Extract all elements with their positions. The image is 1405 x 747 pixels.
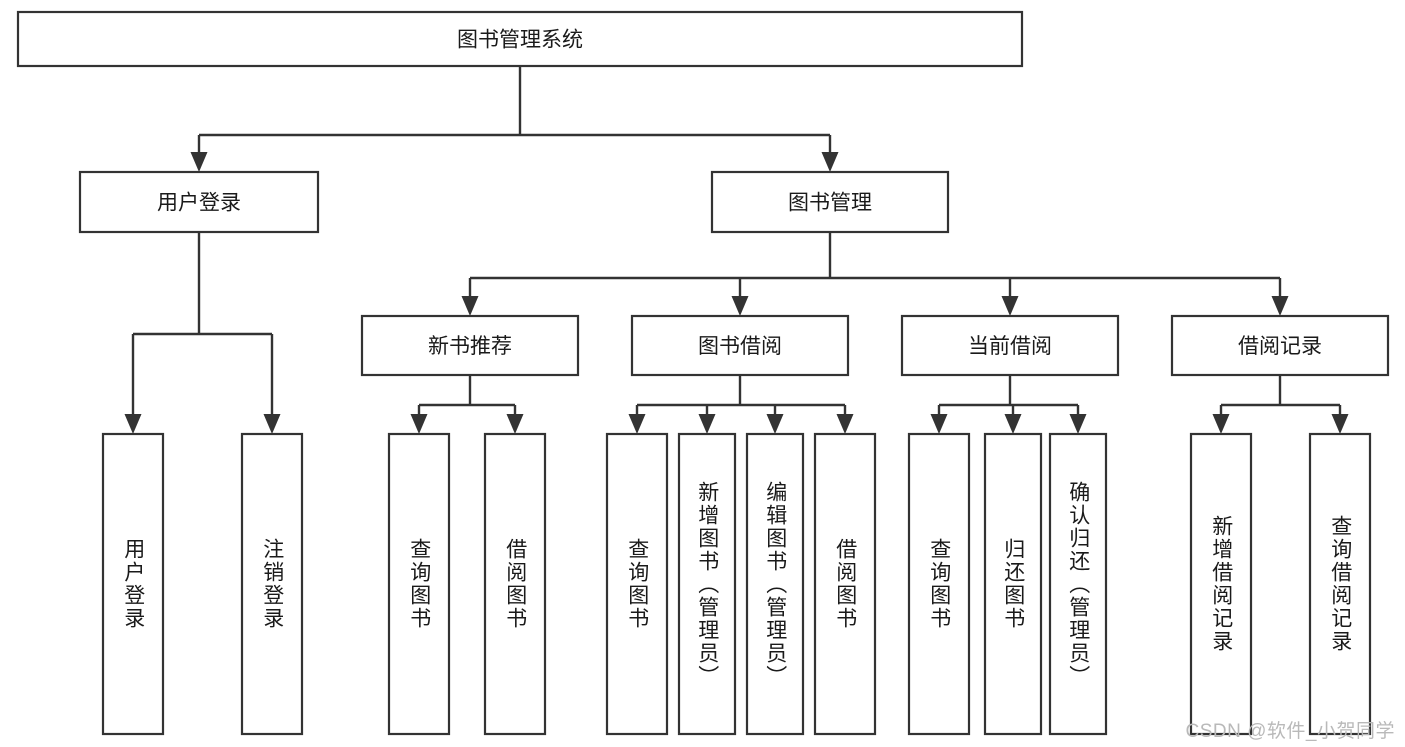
label-borrow-record: 借阅记录 (1238, 335, 1322, 358)
node-leaf-add-record[interactable] (1189, 432, 1253, 736)
node-leaf-borrow-book-1[interactable] (483, 432, 547, 736)
node-leaf-user-login[interactable] (101, 432, 165, 736)
node-borrow-record[interactable] (1170, 314, 1390, 377)
node-leaf-query-record[interactable] (1308, 432, 1372, 736)
currentborrow-arrow-1 (1004, 414, 1022, 434)
userlogin-arrow-0 (124, 414, 142, 434)
label-current-borrow: 当前借阅 (968, 335, 1052, 358)
node-current-borrow[interactable] (900, 314, 1120, 377)
node-new-book-recommend[interactable] (360, 314, 580, 377)
newbook-arrow-0 (410, 414, 428, 434)
bookmanage-to-l3-arrow-2 (1001, 296, 1019, 316)
node-leaf-query-book-1[interactable] (387, 432, 451, 736)
connector-layer (124, 66, 1349, 434)
bookborrow-arrow-0 (628, 414, 646, 434)
bookborrow-arrow-1 (698, 414, 716, 434)
node-leaf-query-book-3[interactable] (907, 432, 971, 736)
watermark-text: CSDN @软件_小贺同学 (1185, 721, 1395, 742)
node-leaf-edit-book[interactable] (745, 432, 805, 736)
label-user-login: 用户登录 (157, 192, 241, 215)
node-leaf-query-book-2[interactable] (605, 432, 669, 736)
node-leaf-borrow-book-2[interactable] (813, 432, 877, 736)
newbook-arrow-1 (506, 414, 524, 434)
node-root-root[interactable] (16, 10, 1024, 68)
node-leaf-return-book[interactable] (983, 432, 1043, 736)
label-book-borrow: 图书借阅 (698, 335, 782, 358)
borrowrecord-arrow-0 (1212, 414, 1230, 434)
label-root: 图书管理系统 (457, 29, 583, 52)
node-leaf-logout[interactable] (240, 432, 304, 736)
currentborrow-arrow-0 (930, 414, 948, 434)
label-book-manage: 图书管理 (788, 192, 872, 215)
node-leaf-confirm-return[interactable] (1048, 432, 1108, 736)
bookborrow-arrow-2 (766, 414, 784, 434)
node-book-borrow[interactable] (630, 314, 850, 377)
root-to-l2-arrow-0 (190, 152, 208, 172)
bookmanage-to-l3-arrow-0 (461, 296, 479, 316)
label-new-book-recommend: 新书推荐 (428, 335, 512, 358)
node-leaf-add-book[interactable] (677, 432, 737, 736)
root-to-l2-arrow-1 (821, 152, 839, 172)
currentborrow-arrow-2 (1069, 414, 1087, 434)
bookmanage-to-l3-arrow-3 (1271, 296, 1289, 316)
bookmanage-to-l3-arrow-1 (731, 296, 749, 316)
node-user-login[interactable] (78, 170, 320, 234)
userlogin-arrow-1 (263, 414, 281, 434)
borrowrecord-arrow-1 (1331, 414, 1349, 434)
node-book-manage[interactable] (710, 170, 950, 234)
bookborrow-arrow-3 (836, 414, 854, 434)
